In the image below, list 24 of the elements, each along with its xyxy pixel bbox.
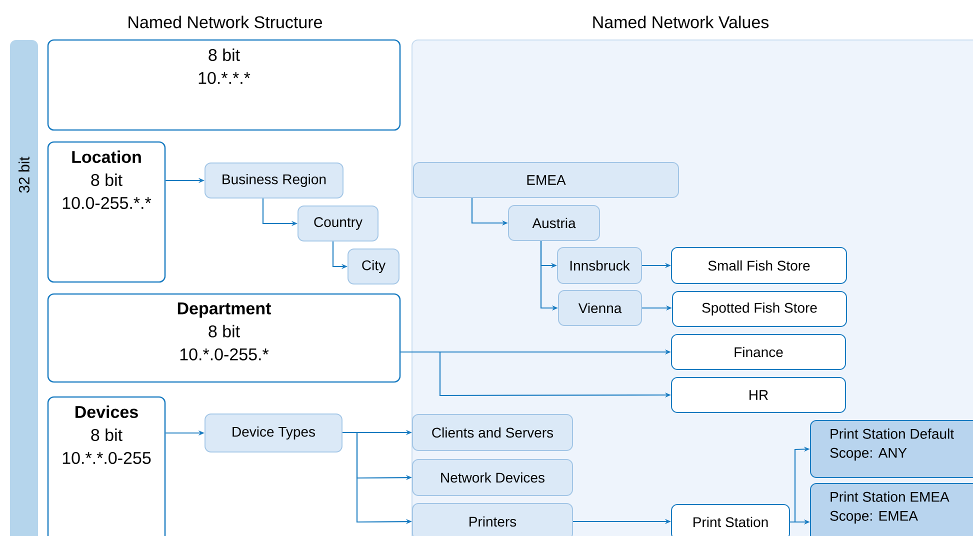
value-box: Print Station — [671, 504, 790, 536]
level-box: Devices 8 bit 10.*.*.0-255 — [47, 396, 166, 536]
value-box: Business Region — [204, 162, 344, 198]
value-box: Small Fish Store — [671, 247, 847, 284]
value-box: Print Station EMEA Scope: EMEA — [810, 483, 973, 536]
level-box: Location 8 bit 10.0-255.*.* — [47, 141, 166, 283]
level-box: Department 8 bit 10.*.0-255.* — [47, 293, 401, 383]
value-box: EMEA — [413, 162, 679, 198]
value-box: Vienna — [558, 290, 642, 326]
value-box: Austria — [508, 205, 600, 241]
value-box: Network Devices — [412, 459, 573, 496]
value-box: Innsbruck — [557, 247, 642, 284]
value-box: Print Station Default Scope: ANY — [810, 420, 973, 478]
value-box: Printers — [412, 503, 573, 536]
side-band: 32 bit — [10, 40, 38, 536]
value-box: Clients and Servers — [412, 414, 573, 451]
value-box: HR — [671, 377, 846, 413]
value-box: Finance — [671, 334, 846, 370]
value-box: Spotted Fish Store — [672, 291, 847, 327]
panel-heading: Named Network Values — [593, 16, 769, 28]
value-box: Device Types — [204, 414, 342, 452]
value-box: City — [348, 248, 400, 284]
value-box: Country — [298, 206, 378, 242]
level-box: 8 bit 10.*.*.* — [47, 39, 401, 131]
